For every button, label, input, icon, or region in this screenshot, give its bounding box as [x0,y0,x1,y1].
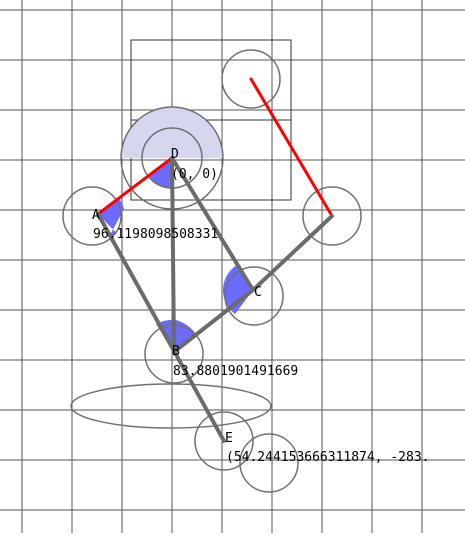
point-label-c: C [254,285,262,300]
joint-circle-a[interactable] [62,186,122,246]
joint-circles [62,49,362,493]
angle-fill-d[interactable] [148,158,173,189]
joint-circle-c[interactable] [224,266,284,326]
point-label-b: B [172,344,180,359]
joint-circle-right[interactable] [302,186,362,246]
point-value-e: (54.244153666311874, -283. [226,450,430,465]
point-label-d: D [171,147,179,162]
red-link-a-d[interactable] [96,156,174,216]
link-d-c[interactable] [170,156,255,292]
joint-circle-top[interactable] [221,49,281,109]
link-a-e[interactable] [96,212,226,443]
red-link-upper[interactable] [249,77,334,218]
point-value-b: 83.8801901491669 [173,364,298,379]
point-label-a: A [92,208,100,223]
frame-lower [130,119,292,201]
point-label-e: E [225,431,233,446]
link-right-c[interactable] [251,214,334,292]
point-value-d: (0, 0) [171,167,218,182]
link-c-b[interactable] [172,288,255,354]
angle-fill-c[interactable] [222,265,253,314]
link-d-b[interactable] [170,156,176,354]
ground-ellipse [70,383,272,429]
joint-circle-e2[interactable] [239,433,299,493]
point-value-a: 96.1198098508331 [93,227,218,242]
joint-circle-e[interactable] [194,411,254,471]
angle-fill-a[interactable] [98,197,124,238]
selection-highlight [121,107,223,158]
links [96,77,334,443]
